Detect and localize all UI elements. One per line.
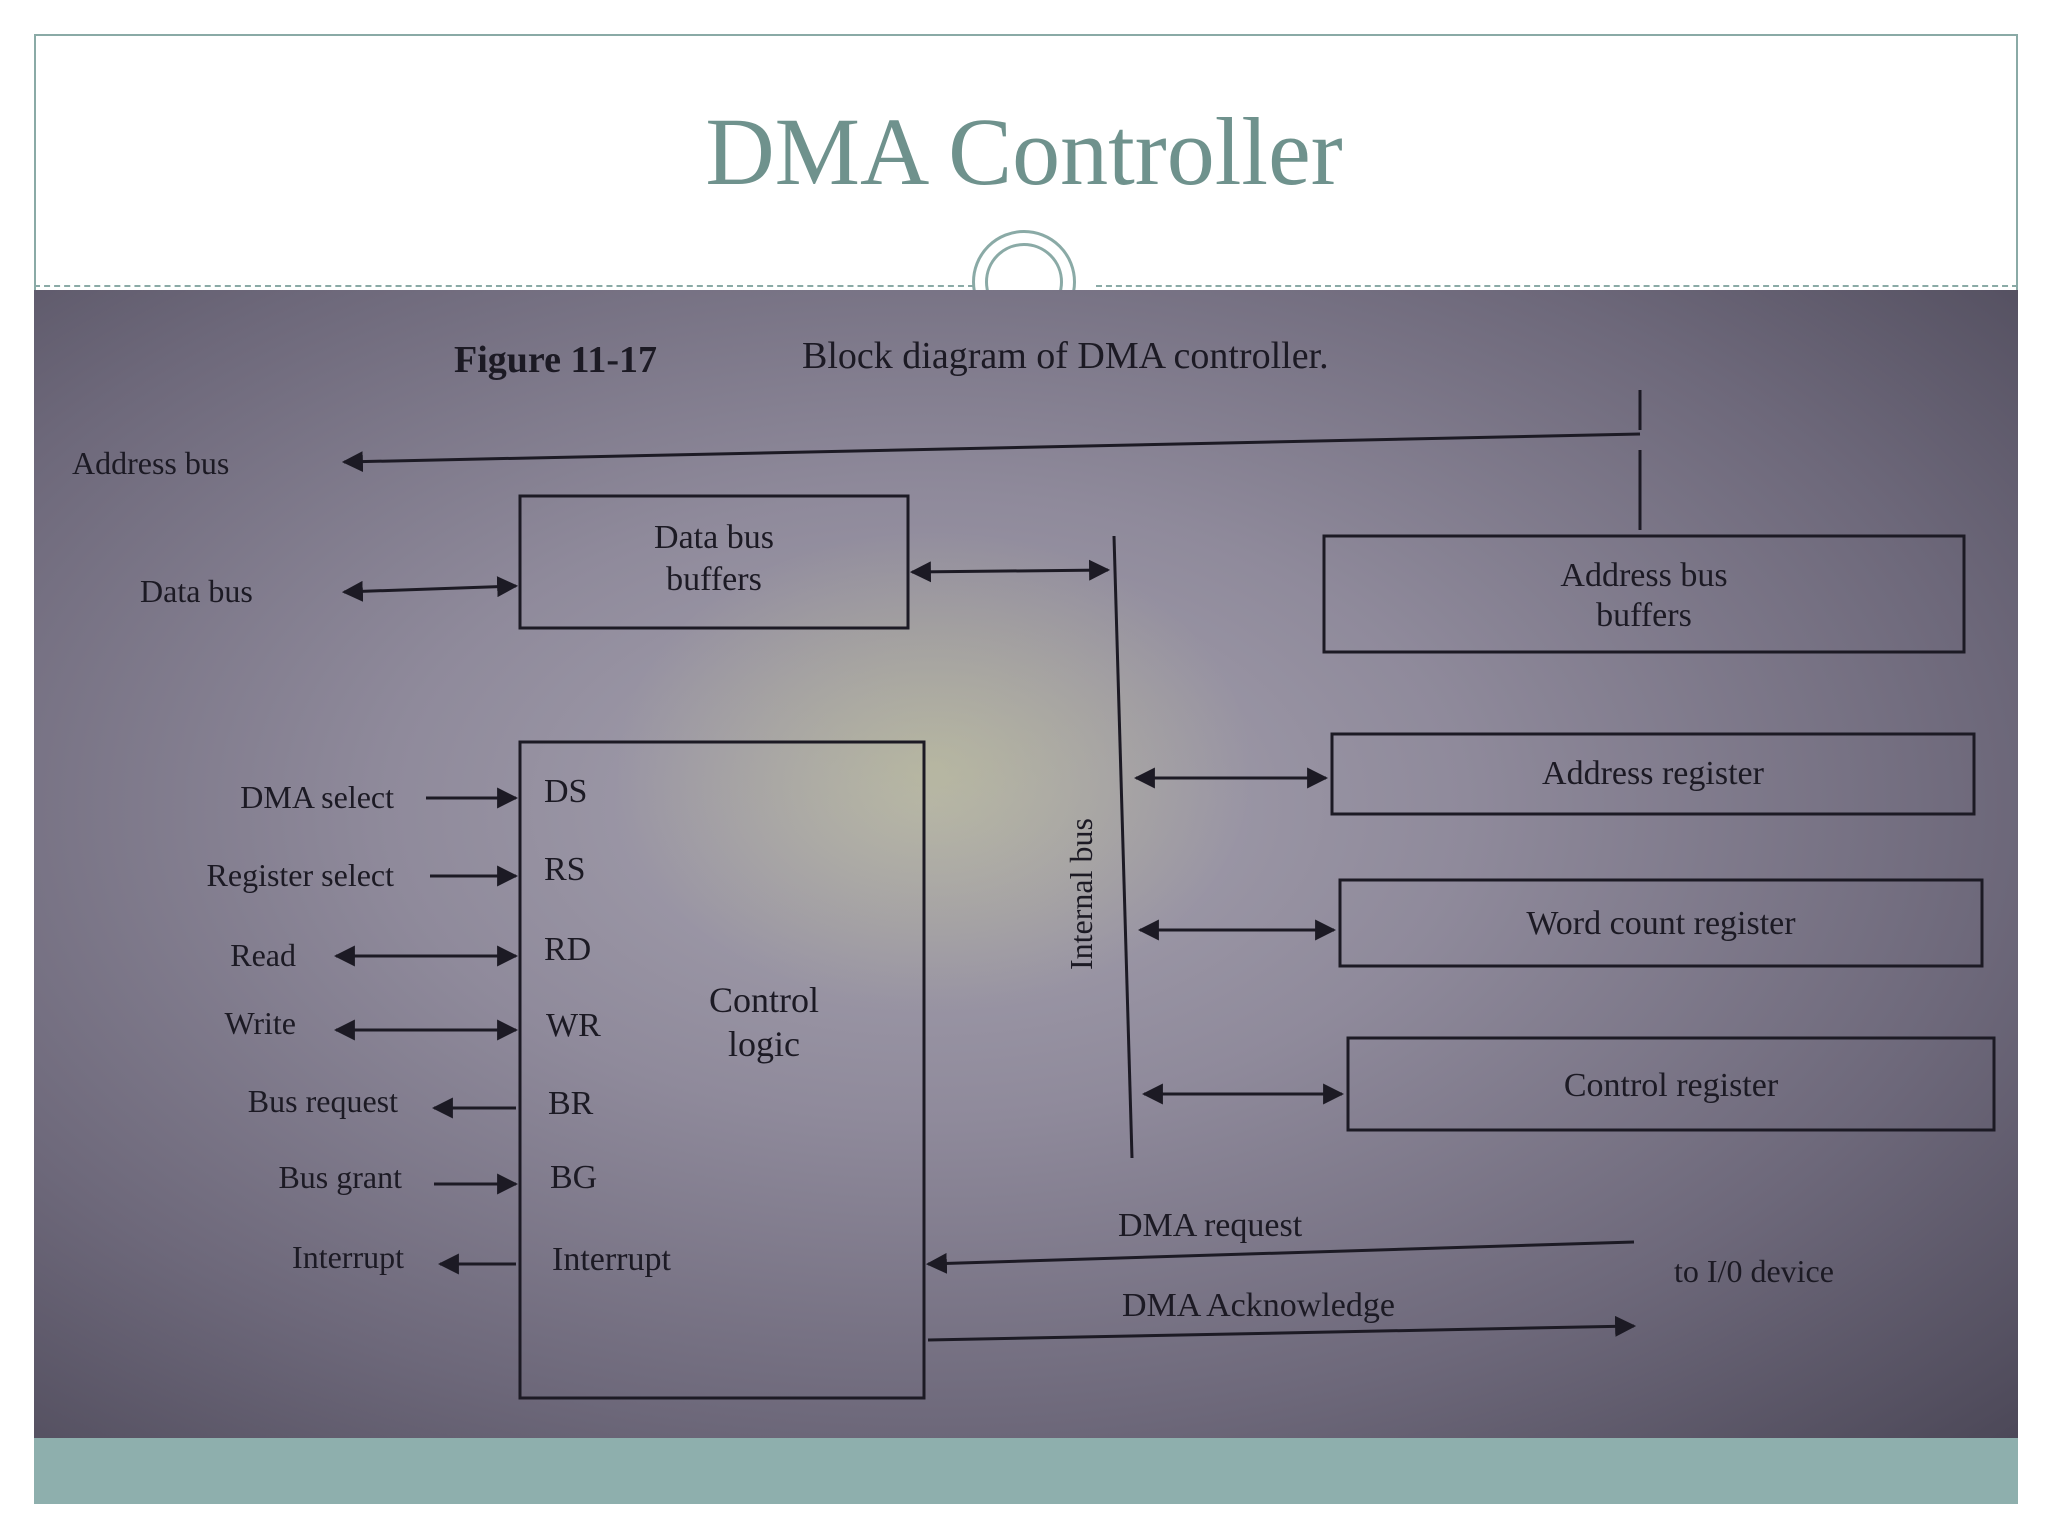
data-buffer-to-internal-bus-arrow bbox=[909, 559, 1111, 583]
dma-block-diagram: Figure 11-17 Block diagram of DMA contro… bbox=[72, 335, 1996, 1400]
label-dma-acknowledge: DMA Acknowledge bbox=[1122, 1287, 1395, 1324]
data-bus-arrow bbox=[341, 576, 519, 602]
pin-br: BR bbox=[548, 1085, 594, 1122]
block-data-bus-buffers-line2: buffers bbox=[666, 561, 762, 598]
internal-bus-line bbox=[1112, 535, 1134, 1159]
label-data-bus: Data bus bbox=[140, 573, 253, 609]
label-internal-bus: Internal bus bbox=[1063, 818, 1099, 970]
label-address-bus: Address bus bbox=[72, 445, 229, 481]
block-control-register-label: Control register bbox=[1564, 1067, 1779, 1104]
block-control-logic-line2: logic bbox=[728, 1024, 800, 1064]
label-to-io-device: to I/0 device bbox=[1674, 1253, 1834, 1289]
label-write: Write bbox=[224, 1005, 296, 1041]
title-divider-left bbox=[34, 285, 974, 287]
figure-caption-text: Block diagram of DMA controller. bbox=[802, 335, 1329, 377]
block-address-bus-buffers bbox=[1322, 534, 1966, 654]
block-address-register bbox=[1330, 732, 1976, 816]
label-read: Read bbox=[230, 937, 296, 973]
footer-bar bbox=[34, 1438, 2018, 1504]
block-control-logic-line1: Control bbox=[709, 980, 819, 1020]
label-bus-request: Bus request bbox=[248, 1083, 398, 1119]
pin-interrupt: Interrupt bbox=[552, 1241, 672, 1278]
label-interrupt: Interrupt bbox=[292, 1239, 404, 1275]
pin-ds: DS bbox=[544, 773, 587, 810]
dma-acknowledge-arrow bbox=[927, 1315, 1637, 1342]
title-divider-right bbox=[1096, 285, 2018, 287]
figure-caption-number: Figure 11-17 bbox=[454, 339, 657, 381]
slide-title: DMA Controller bbox=[705, 98, 1343, 205]
label-bus-grant: Bus grant bbox=[278, 1159, 402, 1195]
block-control-register bbox=[1346, 1036, 1996, 1132]
pin-wr: WR bbox=[546, 1007, 601, 1044]
pin-rs: RS bbox=[544, 851, 586, 888]
block-control-logic bbox=[518, 740, 926, 1400]
block-word-count-register-label: Word count register bbox=[1526, 905, 1796, 942]
block-data-bus-buffers-line1: Data bus bbox=[654, 519, 774, 556]
label-dma-select: DMA select bbox=[240, 779, 394, 815]
address-bus-line bbox=[341, 432, 1641, 473]
block-address-bus-buffers-line1: Address bus bbox=[1560, 557, 1727, 594]
pin-bg: BG bbox=[550, 1159, 597, 1196]
light-glare bbox=[614, 530, 1254, 1010]
block-address-bus-buffers-line2: buffers bbox=[1596, 597, 1692, 634]
pin-rd: RD bbox=[544, 931, 591, 968]
block-data-bus-buffers bbox=[518, 494, 910, 630]
diagram-photo: Figure 11-17 Block diagram of DMA contro… bbox=[34, 290, 2018, 1438]
block-word-count-register bbox=[1338, 878, 1984, 968]
label-register-select: Register select bbox=[207, 857, 395, 893]
label-dma-request: DMA request bbox=[1118, 1207, 1303, 1244]
dma-request-arrow bbox=[925, 1240, 1635, 1274]
block-address-register-label: Address register bbox=[1542, 755, 1765, 792]
